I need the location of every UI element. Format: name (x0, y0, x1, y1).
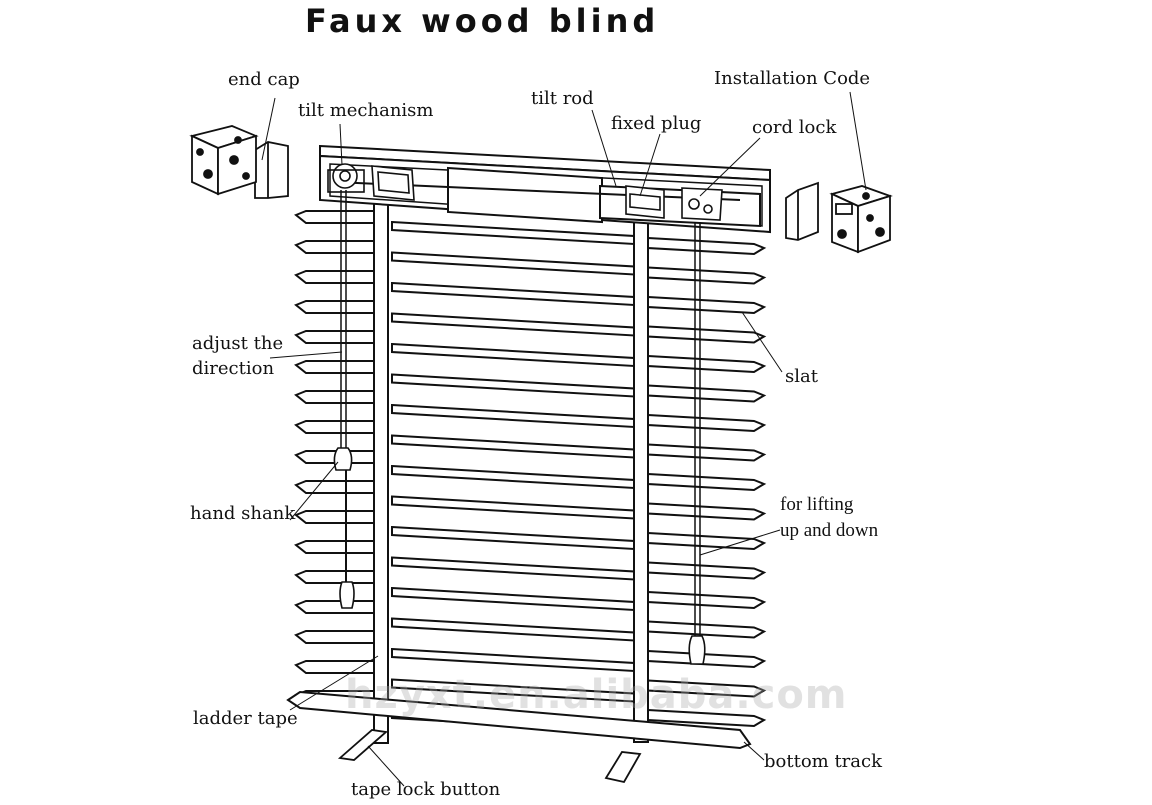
installation-bracket-left (189, 125, 259, 196)
slat-middle (391, 525, 635, 551)
slat-middle (391, 342, 635, 368)
label-bottom-track: bottom track (764, 751, 883, 772)
slat-right (647, 620, 767, 639)
slat-right (647, 561, 767, 580)
slat-left (294, 420, 375, 434)
leader-lines (261, 91, 867, 787)
tape-lock-button-left (337, 729, 389, 761)
slat-right (647, 384, 767, 403)
slat-right (647, 325, 767, 344)
slats-middle-group (391, 220, 635, 734)
slats-left-group (294, 210, 375, 704)
label-for-lifting: for lifting (780, 494, 854, 515)
slat-left (294, 210, 375, 224)
slat-right (647, 502, 767, 521)
label-fixed-plug: fixed plug (611, 113, 702, 134)
slat-left (294, 240, 375, 254)
tilt-mechanism-part (327, 163, 415, 201)
slat-left (294, 540, 375, 554)
slat-middle (391, 281, 635, 307)
slat-left (294, 510, 375, 524)
label-adjust-the: adjust the (192, 333, 284, 354)
fixed-plug-part (625, 185, 665, 219)
slat-right (647, 443, 767, 462)
slat-left (294, 360, 375, 374)
slat-right (647, 295, 767, 315)
slat-left (294, 630, 375, 644)
tape-lock-button-right (604, 751, 642, 784)
hand-shank-part (333, 447, 353, 471)
slat-middle (391, 647, 635, 673)
cord-lock-part (681, 187, 723, 221)
watermark: hzyxt.en.alibaba.com (345, 672, 848, 718)
slats-right-group (647, 236, 767, 728)
slat-left (294, 390, 375, 404)
label-ladder-tape: ladder tape (193, 708, 298, 729)
slat-middle (391, 434, 635, 459)
label-up-and-down: up and down (780, 520, 879, 541)
slat-right (647, 472, 767, 492)
installation-bracket-right (829, 185, 893, 254)
tilt-wand-tip (339, 581, 355, 609)
slat-right (647, 236, 767, 256)
slat-left (294, 300, 375, 314)
slat-middle (391, 312, 635, 337)
slat-middle (391, 251, 635, 276)
label-tilt-mechanism: tilt mechanism (298, 100, 434, 121)
slat-right (647, 590, 767, 610)
slat-left (294, 600, 375, 614)
lift-cord-tassel (688, 635, 706, 665)
slat-middle (391, 556, 635, 581)
label-installation-code: Installation Code (714, 68, 871, 89)
slat-middle (391, 617, 635, 642)
slat-left (294, 330, 375, 344)
label-direction: direction (192, 358, 275, 379)
slat-middle (391, 586, 635, 612)
end-cap-left-part (254, 141, 289, 199)
bottom-track-part (286, 690, 752, 750)
slat-middle (391, 495, 635, 520)
slat-middle (391, 220, 635, 246)
label-slat: slat (785, 366, 818, 387)
slat-right (647, 354, 767, 374)
tilt-wand (340, 190, 347, 455)
label-end-cap: end cap (228, 69, 300, 90)
slat-middle (391, 373, 635, 398)
slat-middle (391, 403, 635, 429)
slat-right (647, 649, 767, 669)
slat-right (647, 531, 767, 551)
label-tilt-rod: tilt rod (531, 88, 594, 109)
slat-left (294, 570, 375, 584)
page-title: Faux wood blind (305, 2, 660, 40)
end-cap-right-part (785, 181, 819, 241)
slat-right (647, 266, 767, 285)
label-tape-lock-button: tape lock button (351, 779, 501, 800)
lift-cord (694, 222, 701, 636)
label-hand-shank: hand shank (190, 503, 296, 524)
slat-right (647, 413, 767, 433)
slat-middle (391, 464, 635, 490)
ladder-tape-left (373, 202, 389, 744)
slat-left (294, 480, 375, 494)
slat-left (294, 270, 375, 284)
label-cord-lock: cord lock (752, 117, 837, 138)
ladder-tape-right (633, 221, 649, 743)
